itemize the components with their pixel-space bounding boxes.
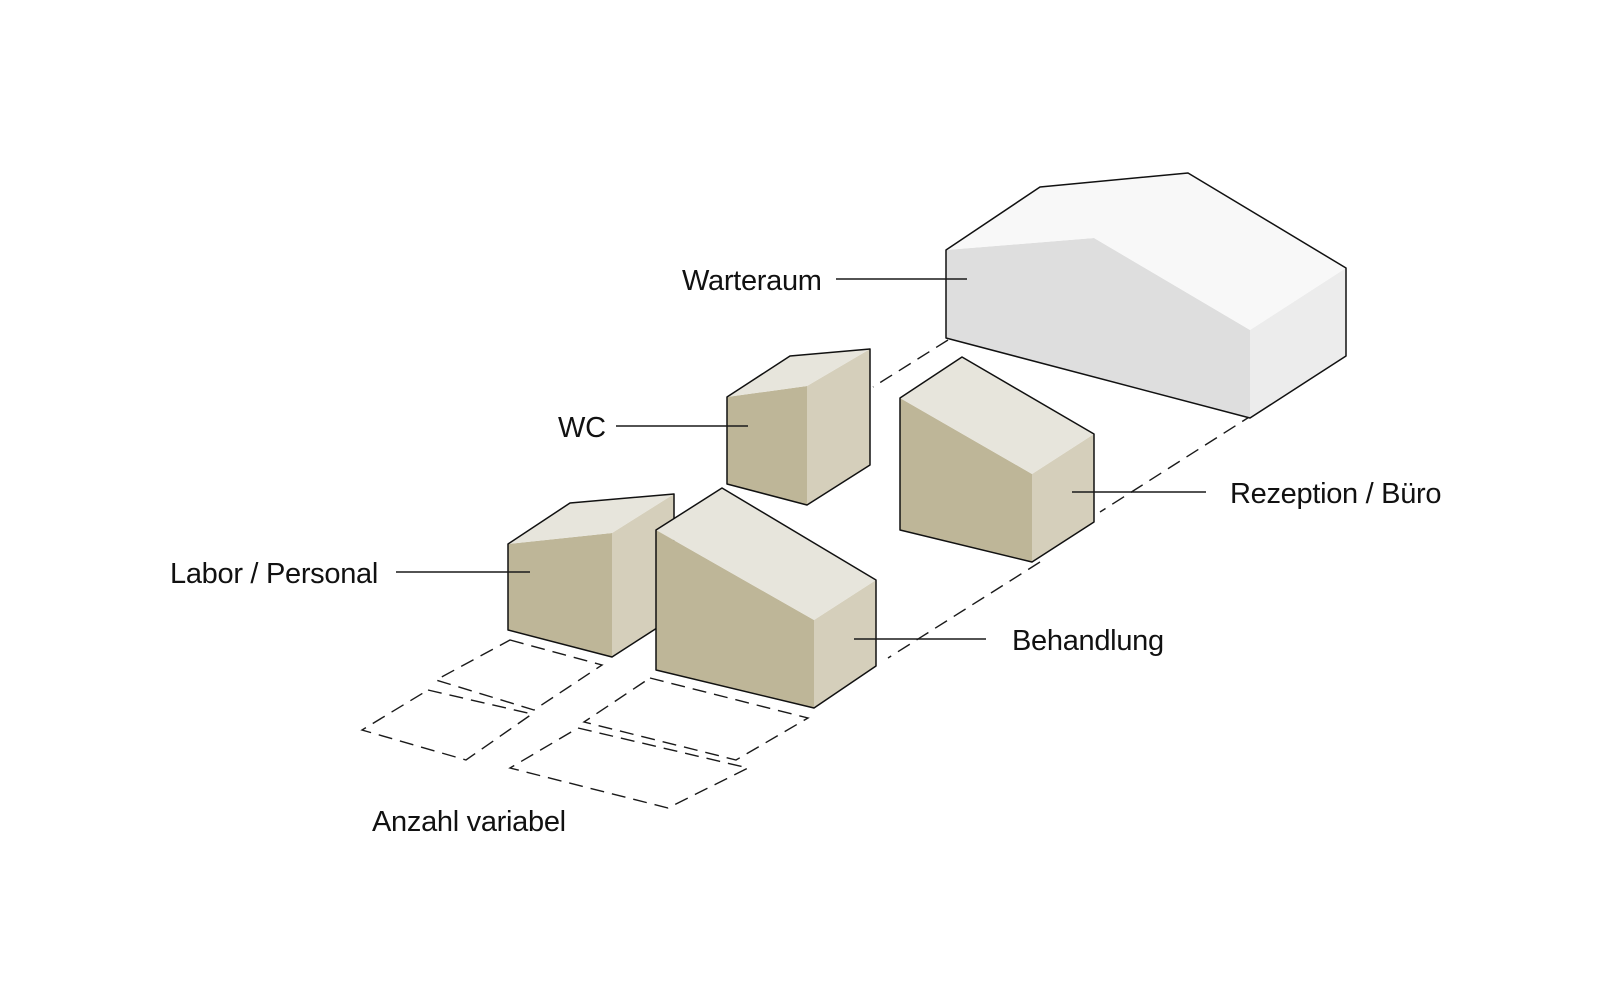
leader-lines	[396, 278, 1206, 640]
warteraum-label: Warteraum	[682, 265, 822, 297]
wc-roof-face	[727, 349, 870, 397]
placeholder-slot	[508, 727, 751, 809]
behandlung-module	[655, 487, 877, 709]
placeholder-slot	[434, 639, 604, 711]
behandlung-outline	[655, 487, 877, 709]
wc-module	[726, 348, 871, 506]
wc-outline	[726, 348, 871, 506]
rezeption-outline	[899, 356, 1095, 563]
warteraum-outline	[945, 172, 1347, 419]
anzahl-variabel-label: Anzahl variabel	[372, 806, 566, 838]
dashed-guide-lines	[872, 339, 1255, 659]
placeholder-slot	[582, 677, 810, 761]
rezeption-side-face	[1032, 434, 1094, 562]
rezeption-front-face	[900, 398, 1032, 562]
behandlung-label: Behandlung	[1012, 625, 1164, 657]
warteraum-front-face	[946, 238, 1250, 418]
warteraum-volume	[945, 172, 1347, 419]
labor-roof-face	[508, 494, 674, 544]
wc-side-face	[807, 349, 870, 505]
warteraum-roof-face	[946, 173, 1346, 330]
wc-front-face	[727, 386, 807, 505]
warteraum-side-face	[1250, 268, 1346, 418]
wc-label: WC	[558, 412, 606, 444]
dashed-placeholder-slots	[360, 639, 810, 809]
rezeption-label: Rezeption / Büro	[1230, 478, 1441, 510]
rezeption-module	[899, 356, 1095, 563]
placeholder-slot	[360, 689, 534, 761]
behandlung-front-face	[656, 530, 814, 708]
rezeption-roof-face	[900, 357, 1094, 474]
labor-label: Labor / Personal	[170, 558, 378, 590]
labor-front-face	[508, 533, 612, 657]
labor-module	[507, 493, 675, 658]
behandlung-roof-face	[656, 488, 876, 620]
